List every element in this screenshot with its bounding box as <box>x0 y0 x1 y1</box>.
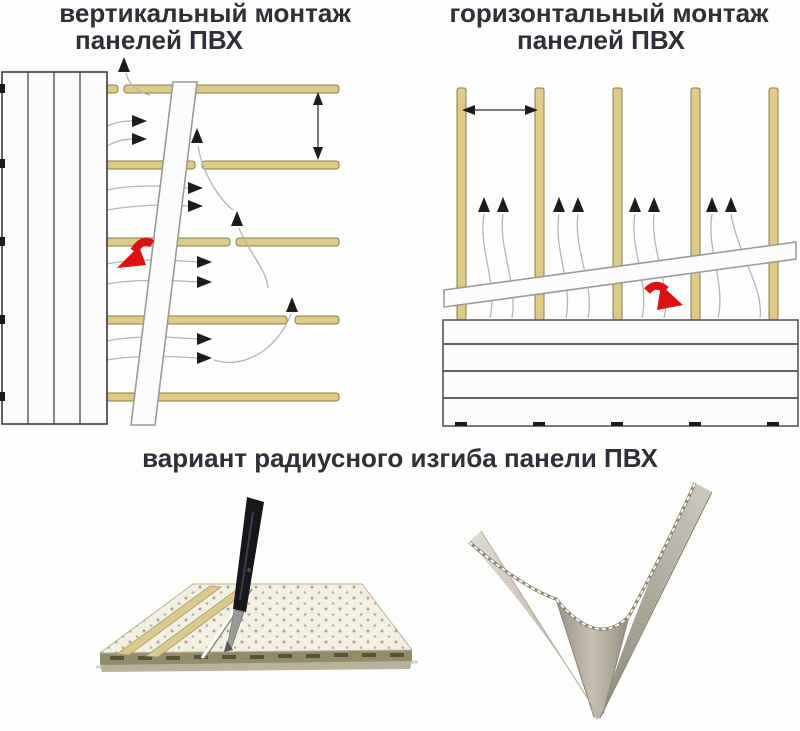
up-arrow-icon <box>118 57 130 72</box>
up-arrow-icon <box>572 197 584 212</box>
vertical-mount-title-line2: панелей ПВХ <box>75 25 243 55</box>
up-arrow-icon <box>629 197 641 212</box>
direction-arrow-icons <box>478 197 737 212</box>
right-arrow-icon <box>188 182 203 194</box>
horizontal-mount-title-line2: панелей ПВХ <box>517 25 685 55</box>
furring-strip <box>294 315 340 325</box>
red-insertion-arrow <box>644 281 683 310</box>
right-arrow-icon <box>197 276 212 288</box>
up-arrow-icon <box>286 297 298 312</box>
knife-scoring-illustration <box>95 497 419 672</box>
installed-vertical-panels <box>0 71 108 425</box>
radius-bend-illustration <box>467 482 713 719</box>
furring-strip <box>768 87 779 321</box>
spacing-dimension-arrow <box>462 105 538 115</box>
up-arrow-icon <box>648 197 660 212</box>
furring-strip <box>612 87 623 321</box>
furring-strip <box>123 84 340 94</box>
panel-front-edge <box>100 649 412 665</box>
panel-being-installed <box>443 241 797 308</box>
horizontal-mount-title: горизонтальный монтаж панелей ПВХ <box>418 0 800 54</box>
up-arrow-icon <box>191 128 203 143</box>
up-arrow-icon <box>706 197 718 212</box>
furring-strip <box>235 237 340 247</box>
bent-panel-left-wing <box>469 531 600 718</box>
right-arrow-icon <box>132 133 147 145</box>
bent-panel-right-wing <box>600 483 712 718</box>
vertical-mount-title: вертикальный монтаж панелей ПВХ <box>0 0 410 54</box>
horizontal-mount-diagram <box>442 87 799 427</box>
scored-panel-top <box>98 583 413 659</box>
up-arrow-icon <box>725 197 737 212</box>
right-arrow-icon <box>197 333 212 345</box>
spacing-dimension-arrow <box>313 92 323 160</box>
groove-strip <box>144 587 252 658</box>
right-arrow-icon <box>132 115 147 127</box>
knife-handle <box>233 497 264 612</box>
furring-strip <box>201 160 340 170</box>
furring-strip <box>104 315 288 325</box>
utility-knife-icon <box>224 497 264 652</box>
up-arrow-icon <box>553 197 565 212</box>
right-arrow-icon <box>197 352 212 364</box>
up-arrow-icon <box>231 211 243 226</box>
groove-strip <box>115 585 223 656</box>
panel-being-installed <box>130 81 198 426</box>
up-arrow-icon <box>497 197 509 212</box>
vertical-mount-diagram <box>0 57 340 426</box>
up-arrow-icon <box>478 197 490 212</box>
furring-strip <box>456 87 467 321</box>
right-arrow-icon <box>188 200 203 212</box>
horizontal-mount-title-line1: горизонтальный монтаж <box>449 0 769 28</box>
direction-arrow-icons <box>118 57 298 364</box>
vertical-mount-title-line1: вертикальный монтаж <box>59 0 351 28</box>
red-insertion-arrow <box>117 237 155 268</box>
furring-strip <box>690 87 701 321</box>
knife-blade-tip <box>224 641 233 652</box>
right-arrow-icon <box>197 256 212 268</box>
radius-bend-caption: вариант радиусного изгиба панели ПВХ <box>142 443 658 473</box>
perforated-edge <box>467 482 697 631</box>
installed-horizontal-panels <box>442 319 799 427</box>
